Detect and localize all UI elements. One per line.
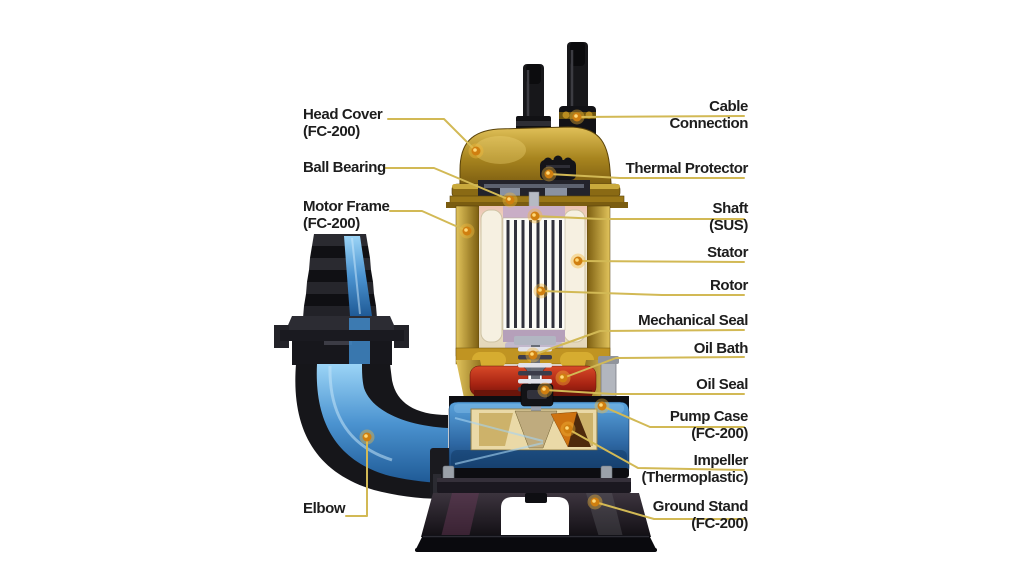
leader-dot-stator [570,253,586,269]
label-shaft: Shaft(SUS) [709,200,748,234]
label-thermal-protector: Thermal Protector [625,160,749,177]
leader-dot-thermal-protector [541,166,557,182]
leader-dot-motor-frame [459,223,475,239]
impeller-chamber [470,398,598,451]
leader-line-mechanical-seal [532,329,745,356]
label-title: Elbow [303,500,346,517]
label-title: Motor Frame [303,198,390,215]
leader-line-pump-case [601,405,745,428]
label-title: Shaft [712,200,748,217]
leader-dot-rotor [533,283,549,299]
leader-line-oil-seal [544,389,745,395]
leader-dot-oil-seal [537,382,553,398]
label-title: Head Cover [303,106,383,123]
label-head-cover: Head Cover(FC-200) [303,106,383,140]
leader-dot-cable-connection [569,109,585,125]
label-elbow: Elbow [303,500,346,517]
leader-line-thermal-protector [548,173,745,179]
label-ground-stand: Ground Stand(FC-200) [652,498,749,532]
leader-line-ground-stand [594,501,745,520]
leader-dot-pump-case [594,398,610,414]
label-impeller: Impeller(Thermoplastic) [641,452,748,486]
ground-stand [415,465,657,552]
label-subtitle: (FC-200) [691,425,748,442]
label-title: Mechanical Seal [638,312,748,329]
label-title: Thermal Protector [625,160,749,177]
elbow-pipe [274,234,452,499]
label-title: Rotor [710,277,748,294]
pump-case [448,356,630,478]
label-subtitle: (FC-200) [303,215,360,232]
hose-clamp [274,316,409,365]
bearing-plate [478,180,590,198]
leader-line-ball-bearing [383,167,511,201]
leader-dot-shaft [527,208,543,224]
label-title: Oil Seal [696,376,748,393]
label-title: Pump Case [669,408,749,425]
leader-dot-elbow [359,429,375,445]
label-title: Ball Bearing [303,159,386,176]
stand-arch-opening [501,497,569,537]
leader-line-rotor [540,290,745,296]
leader-dot-ball-bearing [502,192,518,208]
label-title: Impeller [693,452,749,469]
label-stator: Stator [707,244,748,261]
leader-line-stator [577,260,745,263]
label-motor-frame: Motor Frame(FC-200) [303,198,390,232]
label-oil-bath: Oil Bath [693,340,749,357]
label-ball-bearing: Ball Bearing [303,159,386,176]
leader-line-motor-frame [389,210,468,232]
elbow-water-channel [316,364,448,483]
label-oil-seal: Oil Seal [696,376,748,393]
elbow-channel-highlight [328,365,393,462]
leader-line-elbow [345,437,368,517]
label-title: Stator [707,244,748,261]
label-subtitle: (Thermoplastic) [641,469,748,486]
label-title: Ground Stand [652,498,749,515]
label-subtitle: (SUS) [709,217,748,234]
label-mechanical-seal: Mechanical Seal [638,312,748,329]
leader-dot-mechanical-seal [525,347,541,363]
leader-line-impeller [567,428,745,471]
label-title: Oil Bath [693,340,749,357]
leader-line-oil-bath [562,356,745,379]
leader-line-cable-connection [577,115,745,118]
rotor [502,206,566,342]
leader-line-head-cover [387,118,477,152]
leader-dot-head-cover [468,143,484,159]
label-subtitle: Connection [669,115,749,132]
hose-connector [303,234,377,318]
stator-coil-left [480,209,503,343]
label-rotor: Rotor [710,277,748,294]
label-pump-case: Pump Case(FC-200) [669,408,749,442]
label-subtitle: (FC-200) [303,123,360,140]
base-plate [415,535,657,551]
leader-dot-impeller [560,421,576,437]
leader-dot-oil-bath [555,370,571,386]
label-subtitle: (FC-200) [691,515,748,532]
leader-dot-ground-stand [587,494,603,510]
label-title: Cable [709,98,748,115]
leader-line-shaft [534,215,745,220]
